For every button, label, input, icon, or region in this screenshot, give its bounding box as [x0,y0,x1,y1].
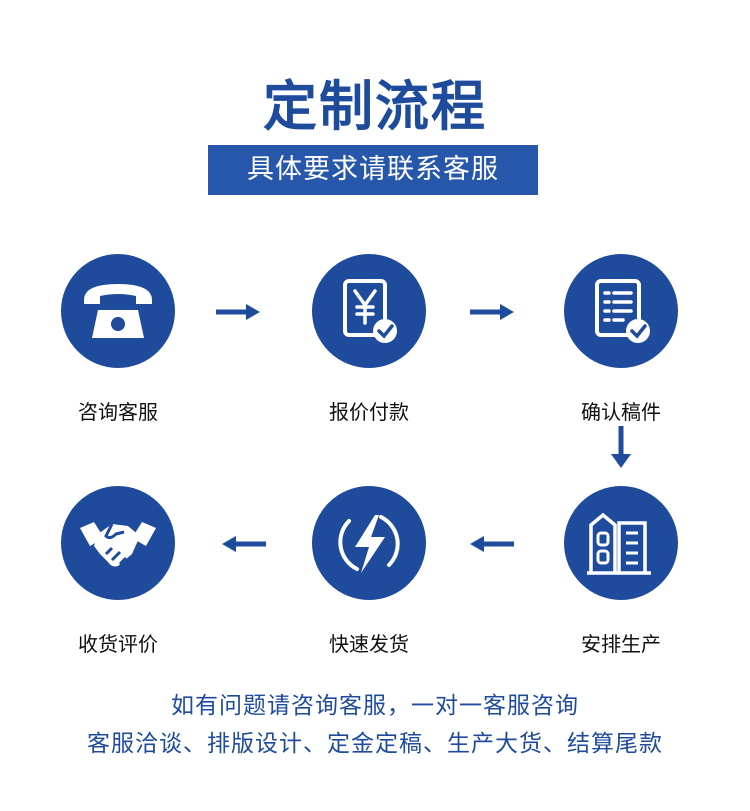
page-title: 定制流程 [263,75,487,138]
footer-line-1: 如有问题请咨询客服，一对一客服咨询 [171,693,579,719]
step-circle [564,486,678,600]
step-arrange-production: 安排生产 [561,486,681,657]
document-check-icon [595,279,650,343]
arrow-right-icon [470,304,514,320]
step-label: 快速发货 [329,632,409,656]
telephone-icon [84,284,152,338]
step-circle [564,254,678,368]
footer-line-2: 客服洽谈、排版设计、定金定稿、生产大货、结算尾款 [87,731,663,757]
step-confirm-draft: 确认稿件 [561,254,681,425]
arrow-right-icon [216,304,260,320]
step-label: 安排生产 [581,632,661,656]
handshake-icon [80,522,156,567]
arrow-down-icon [611,426,631,468]
step-label: 咨询客服 [78,400,158,424]
step-receive-review: 收货评价 [58,486,178,657]
subtitle-banner: 具体要求请联系客服 [208,145,538,195]
arrow-left-icon [470,536,514,552]
step-consult: 咨询客服 [58,254,178,425]
arrow-left-icon [222,536,266,552]
step-circle [61,254,175,368]
step-circle [312,486,426,600]
yuan-receipt-icon [343,279,397,343]
lightning-icon [338,515,400,573]
step-label: 收货评价 [78,632,158,656]
step-circle [312,254,426,368]
factory-building-icon [587,512,651,575]
step-quote-payment: 报价付款 [309,254,429,425]
step-circle [61,486,175,600]
step-label: 确认稿件 [581,400,661,424]
step-label: 报价付款 [329,400,409,424]
step-fast-shipping: 快速发货 [309,486,429,657]
